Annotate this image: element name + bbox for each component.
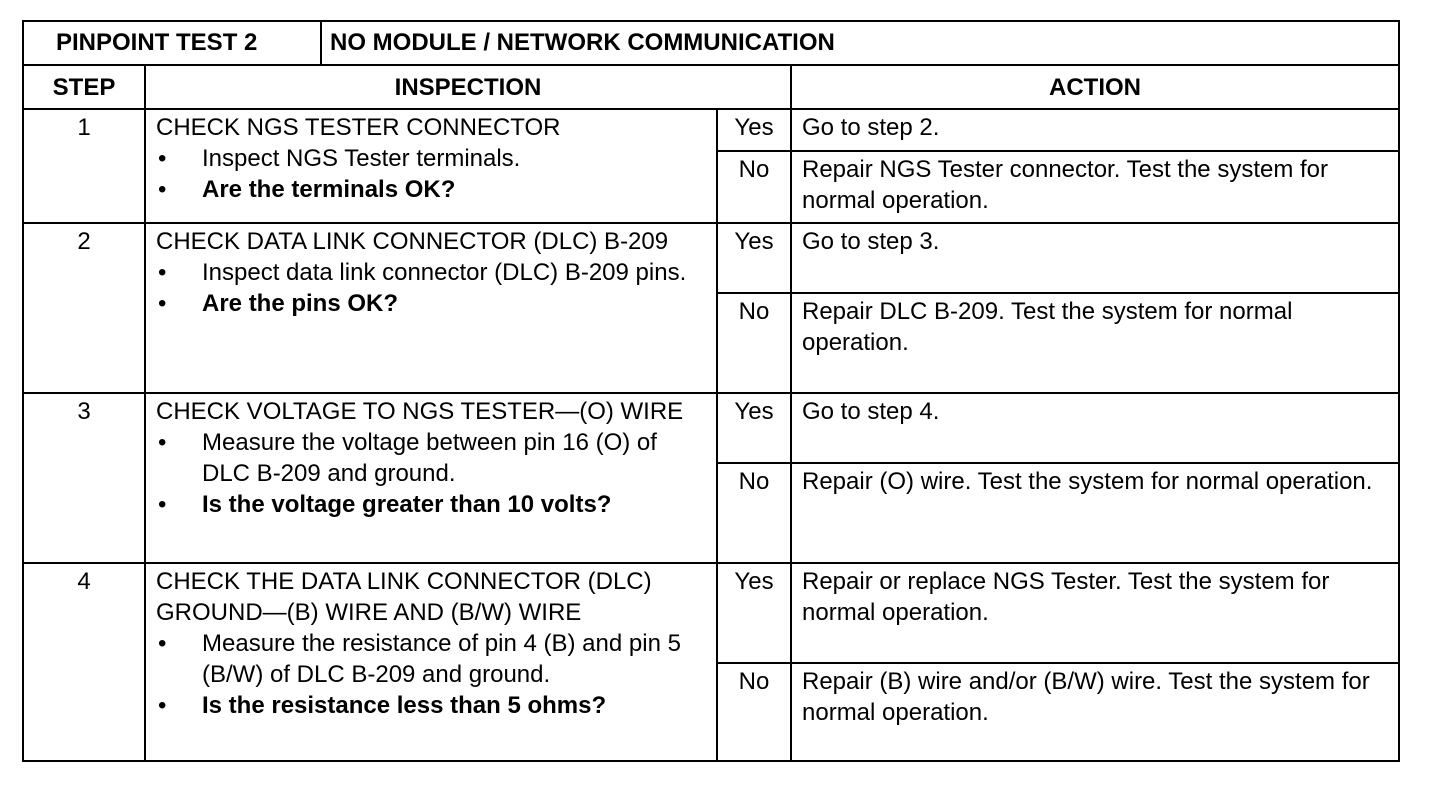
step-number: 2 (22, 222, 146, 394)
inspection-cell: CHECK THE DATA LINK CONNECTOR (DLC) GROU… (144, 562, 718, 762)
bullet-icon: • (158, 491, 167, 518)
test-title-bar: PINPOINT TEST 2 NO MODULE / NETWORK COMM… (22, 20, 1400, 64)
header-inspection: INSPECTION (144, 64, 792, 110)
instruction-text: Inspect data link connector (DLC) B-209 … (202, 259, 687, 286)
instruction-list: • Measure the resistance of pin 4 (B) and… (156, 628, 708, 721)
instruction-item: • Inspect NGS Tester terminals. (156, 143, 708, 174)
instruction-question: • Is the voltage greater than 10 volts? (156, 489, 708, 520)
bullet-icon: • (158, 630, 167, 657)
pinpoint-table: STEP INSPECTION ACTION 1 CHECK NGS TESTER… (22, 64, 1400, 762)
yes-action: Go to step 3. (790, 222, 1400, 294)
instruction-question: • Are the terminals OK? (156, 174, 708, 205)
check-heading: CHECK VOLTAGE TO NGS TESTER—(O) WIRE (156, 398, 684, 425)
instruction-question: • Are the pins OK? (156, 288, 708, 319)
question-text: Are the terminals OK? (202, 176, 456, 203)
yes-action: Go to step 2. (790, 108, 1400, 152)
bullet-icon: • (158, 259, 167, 286)
yes-label: Yes (716, 392, 792, 464)
no-label: No (716, 150, 792, 224)
inspection-cell: CHECK VOLTAGE TO NGS TESTER—(O) WIRE • Mea… (144, 392, 718, 564)
inspection-cell: CHECK NGS TESTER CONNECTOR • Inspect NGS T… (144, 108, 718, 224)
yes-action: Go to step 4. (790, 392, 1400, 464)
no-action: Repair (O) wire. Test the system for nor… (790, 462, 1400, 564)
no-action: Repair NGS Tester connector. Test the sy… (790, 150, 1400, 224)
step-row: 3 CHECK VOLTAGE TO NGS TESTER—(O) WIRE • Me… (22, 392, 1400, 564)
yes-label: Yes (716, 222, 792, 294)
instruction-list: • Measure the voltage between pin 16 (O) … (156, 427, 708, 520)
no-label: No (716, 662, 792, 762)
step-number: 4 (22, 562, 146, 762)
step-number: 3 (22, 392, 146, 564)
instruction-item: • Inspect data link connector (DLC) B-209… (156, 257, 708, 288)
instruction-text: Measure the voltage between pin 16 (O) o… (202, 429, 657, 487)
check-heading: CHECK NGS TESTER CONNECTOR (156, 114, 561, 141)
bullet-icon: • (158, 290, 167, 317)
step-row: 2 CHECK DATA LINK CONNECTOR (DLC) B-209 • I… (22, 222, 1400, 394)
header-row: STEP INSPECTION ACTION (22, 64, 1400, 110)
no-label: No (716, 292, 792, 394)
no-action: Repair DLC B-209. Test the system for no… (790, 292, 1400, 394)
question-text: Is the voltage greater than 10 volts? (202, 491, 612, 518)
no-action: Repair (B) wire and/or (B/W) wire. Test … (790, 662, 1400, 762)
bullet-icon: • (158, 176, 167, 203)
test-name: NO MODULE / NETWORK COMMUNICATION (330, 29, 835, 56)
instruction-text: Measure the resistance of pin 4 (B) and … (202, 630, 681, 688)
check-heading: CHECK DATA LINK CONNECTOR (DLC) B-209 (156, 228, 669, 255)
question-text: Are the pins OK? (202, 290, 399, 317)
instruction-list: • Inspect data link connector (DLC) B-209… (156, 257, 708, 319)
bullet-icon: • (158, 692, 167, 719)
question-text: Is the resistance less than 5 ohms? (202, 692, 607, 719)
check-heading: CHECK THE DATA LINK CONNECTOR (DLC) GROU… (156, 568, 652, 626)
test-label: PINPOINT TEST 2 (24, 22, 322, 64)
header-action: ACTION (790, 64, 1400, 110)
step-number: 1 (22, 108, 146, 224)
inspection-cell: CHECK DATA LINK CONNECTOR (DLC) B-209 • In… (144, 222, 718, 394)
bullet-icon: • (158, 429, 167, 456)
instruction-list: • Inspect NGS Tester terminals. • Are the t… (156, 143, 708, 205)
yes-action: Repair or replace NGS Tester. Test the s… (790, 562, 1400, 664)
yes-label: Yes (716, 108, 792, 152)
instruction-item: • Measure the resistance of pin 4 (B) and… (156, 628, 708, 690)
instruction-question: • Is the resistance less than 5 ohms? (156, 690, 708, 721)
no-label: No (716, 462, 792, 564)
pinpoint-test-document: PINPOINT TEST 2 NO MODULE / NETWORK COMM… (22, 20, 1400, 762)
instruction-text: Inspect NGS Tester terminals. (202, 145, 521, 172)
header-step: STEP (22, 64, 146, 110)
instruction-item: • Measure the voltage between pin 16 (O) … (156, 427, 708, 489)
yes-label: Yes (716, 562, 792, 664)
bullet-icon: • (158, 145, 167, 172)
